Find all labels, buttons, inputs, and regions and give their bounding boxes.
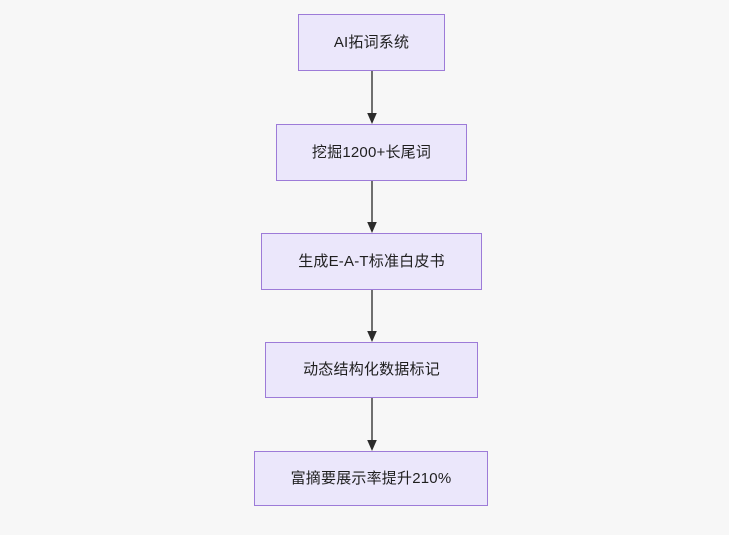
flow-node-label: AI拓词系统 (333, 33, 410, 51)
connector-node-1-to-node-2 (365, 71, 379, 127)
flow-node-dynamic-structured-data-markup[interactable]: 动态结构化数据标记 (265, 342, 478, 398)
flow-node-label: 生成E-A-T标准白皮书 (298, 252, 445, 270)
flow-node-mine-longtail-keywords[interactable]: 挖掘1200+长尾词 (276, 124, 467, 181)
connector-node-4-to-node-5 (365, 398, 379, 454)
connector-node-2-to-node-3 (365, 181, 379, 237)
flow-node-generate-eat-whitepaper[interactable]: 生成E-A-T标准白皮书 (261, 233, 482, 290)
flow-node-rich-snippet-impression-uplift[interactable]: 富摘要展示率提升210% (254, 451, 488, 506)
flow-node-label: 挖掘1200+长尾词 (311, 143, 432, 161)
flow-node-ai-keyword-system[interactable]: AI拓词系统 (298, 14, 445, 71)
connector-node-3-to-node-4 (365, 290, 379, 346)
flow-node-label: 动态结构化数据标记 (303, 361, 440, 378)
flow-node-label: 富摘要展示率提升210% (290, 469, 452, 487)
